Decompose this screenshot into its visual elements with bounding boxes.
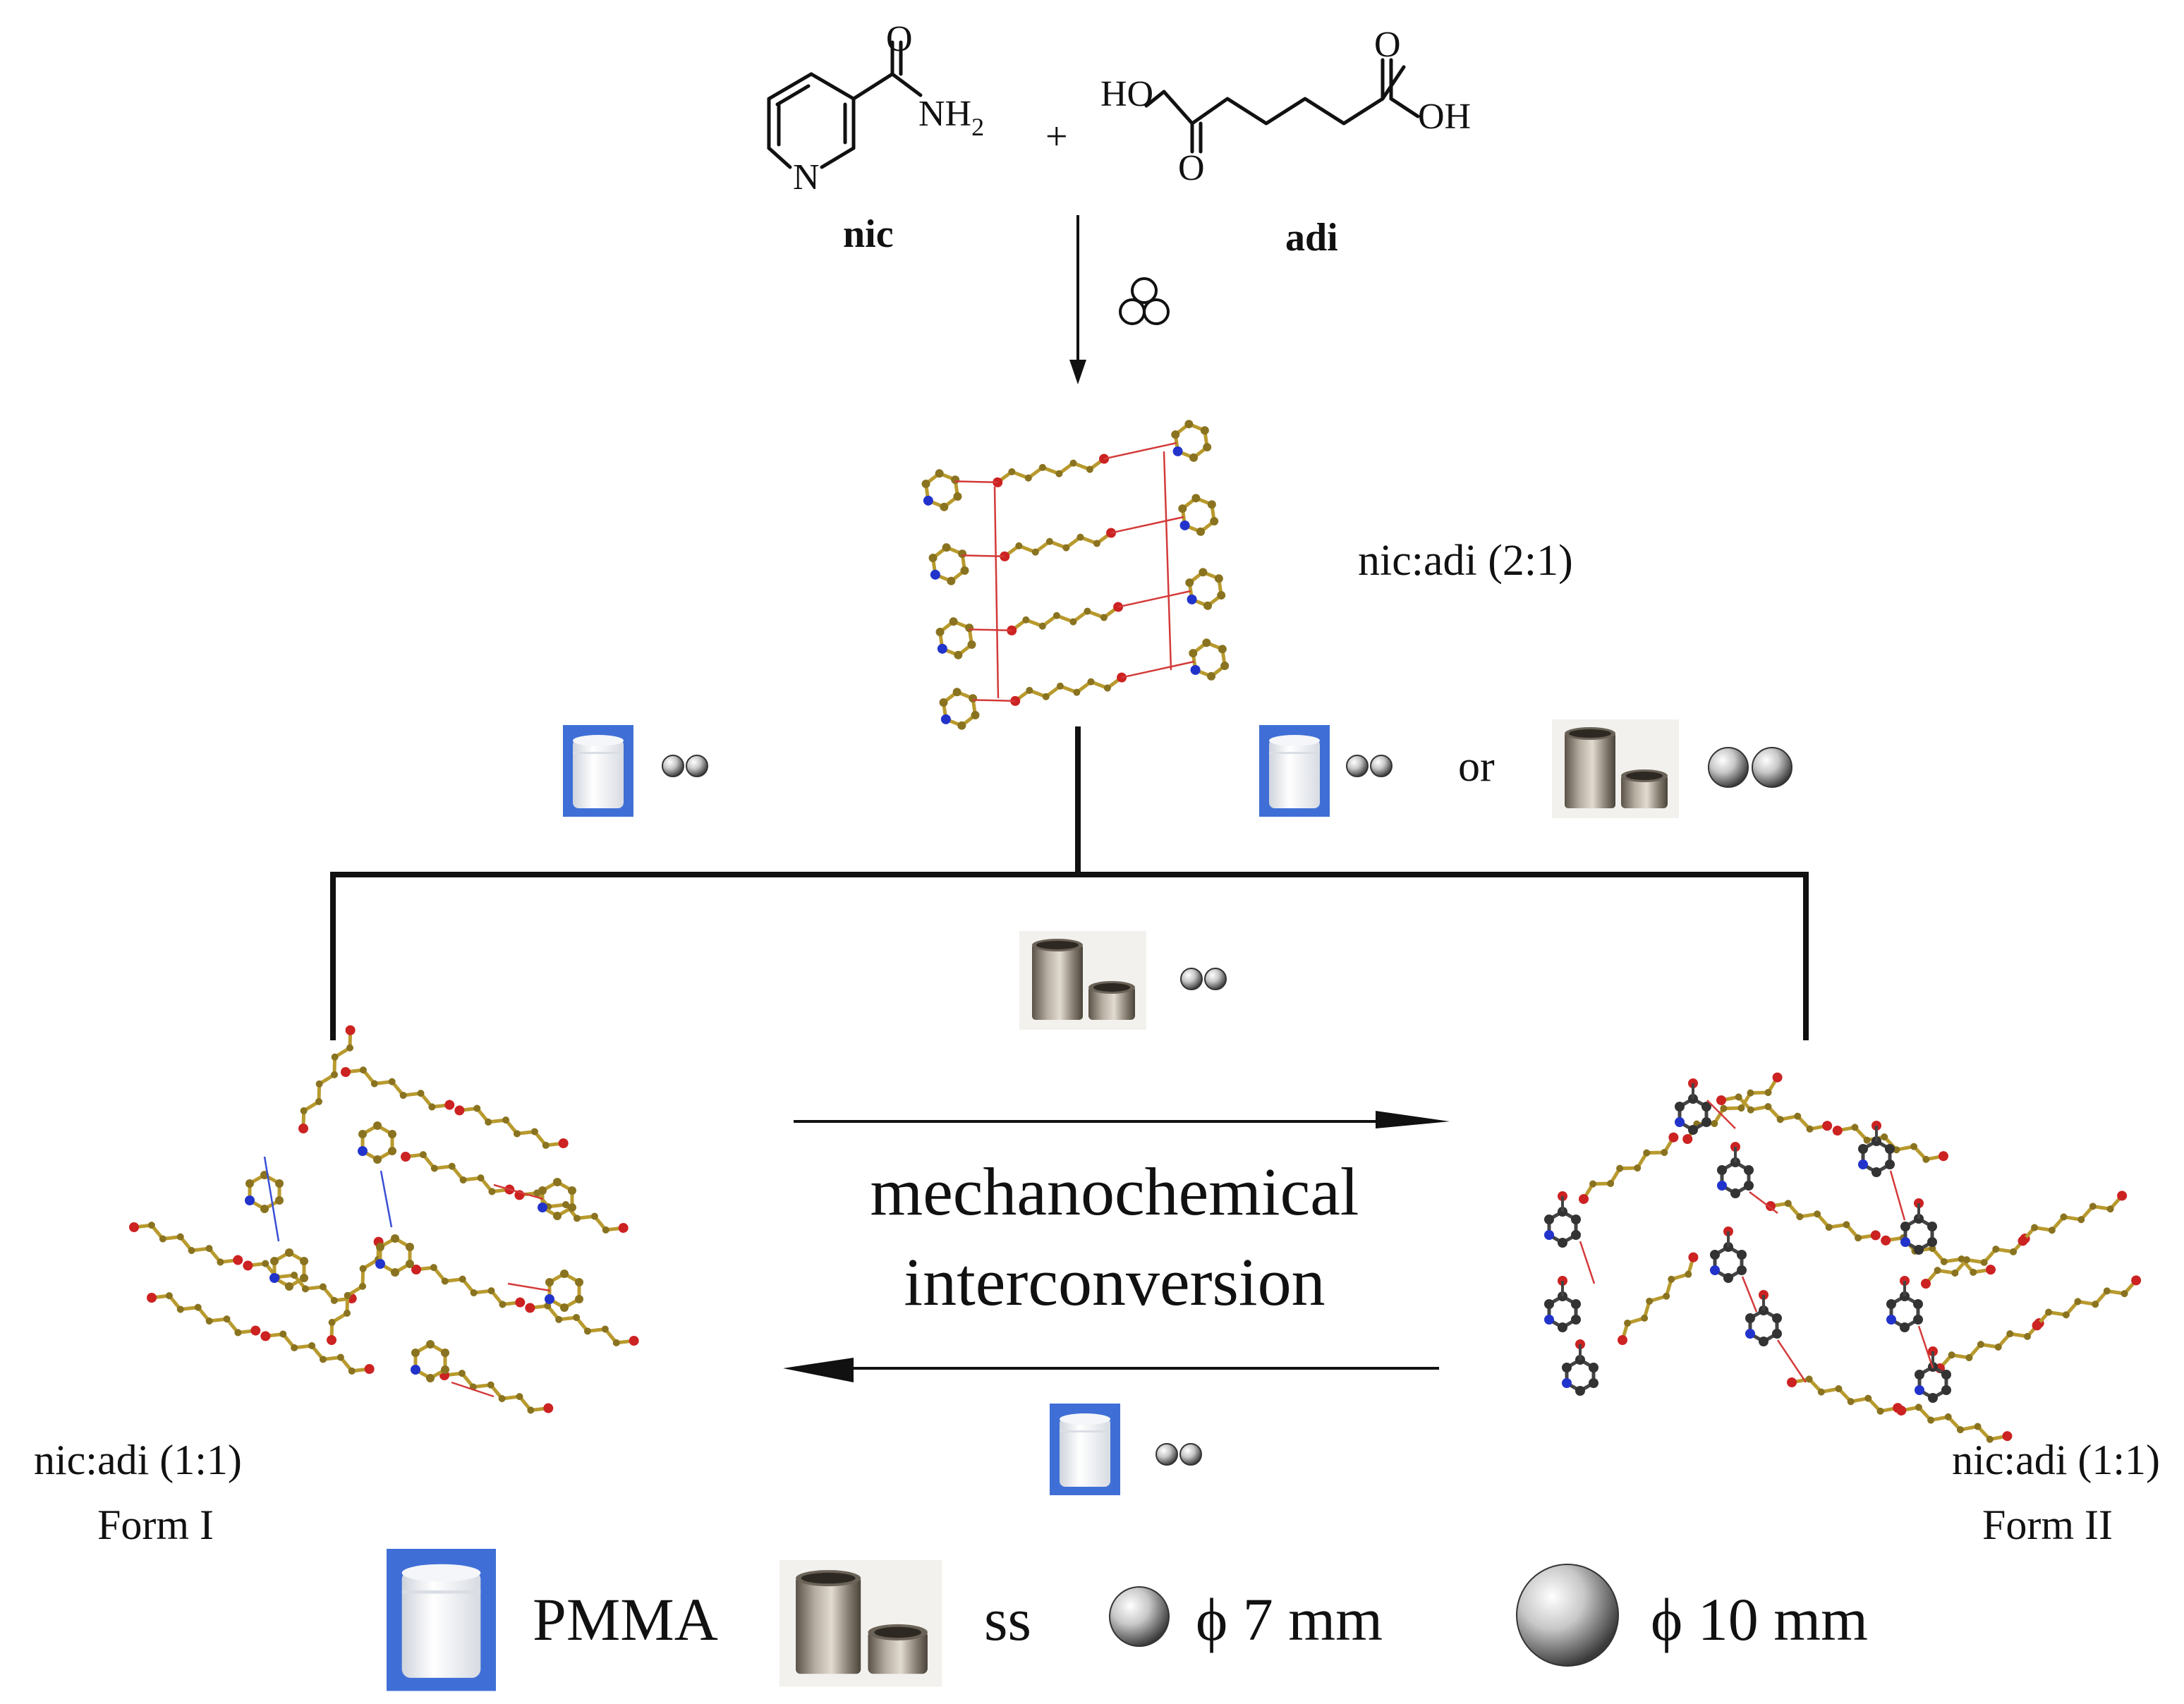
forward-condition [1019, 931, 1227, 1030]
reverse-condition [1050, 1404, 1202, 1495]
right-condition: or [1259, 719, 1792, 818]
reverse-arrow [783, 1358, 1439, 1382]
ss-jar-icon [1552, 719, 1679, 818]
center-label-line2: interconversion [904, 1244, 1325, 1320]
reaction-arrow [1069, 215, 1086, 384]
adi-o-bottom-label: O [1178, 148, 1205, 188]
branch-lines [330, 726, 1809, 1040]
milling-icon [1119, 277, 1170, 325]
pmma-jar-icon [1050, 1404, 1120, 1495]
ball-7mm-icon [662, 755, 708, 777]
form-i-label-line2: Form I [97, 1502, 214, 1548]
form-ii-structure [1544, 1071, 2148, 1457]
center-label-line1: mechanochemical [870, 1154, 1359, 1229]
ball-7mm-icon [1109, 1586, 1170, 1647]
pmma-jar-icon [387, 1549, 496, 1691]
ball-7mm-icon [1180, 968, 1227, 990]
legend-large-ball-label: ϕ 10 mm [1651, 1586, 1868, 1653]
cocrystal-2-1-structure [917, 418, 1232, 733]
nic-nitrogen-label: N [793, 157, 820, 197]
left-condition [563, 725, 708, 817]
form-ii-label-line2: Form II [1982, 1502, 2113, 1548]
adi-oh-label: OH [1418, 97, 1471, 137]
cocrystal-2-1-label: nic:adi (2:1) [1358, 537, 1573, 585]
form-i-structure [128, 1023, 641, 1423]
pmma-jar-icon [563, 725, 633, 817]
adi-o-top-label: O [1374, 25, 1401, 65]
adi-label: adi [1285, 216, 1338, 260]
form-ii-label-line1: nic:adi (1:1) [1952, 1437, 2160, 1483]
legend-small-ball-label: ϕ 7 mm [1196, 1586, 1383, 1653]
legend-ss-label: ss [984, 1586, 1031, 1653]
ball-10mm-icon [1708, 747, 1792, 788]
or-label: or [1458, 743, 1495, 791]
ss-jar-icon [779, 1560, 942, 1687]
form-i-label-line1: nic:adi (1:1) [34, 1437, 242, 1483]
adi-ho-label: HO [1100, 74, 1153, 114]
legend: PMMA ss ϕ 7 mm ϕ 10 mm [387, 1549, 1868, 1691]
ss-jar-icon [1019, 931, 1146, 1030]
ball-7mm-icon [1155, 1443, 1202, 1466]
ball-7mm-icon [1346, 755, 1393, 777]
nic-oxygen-label: O [886, 19, 913, 59]
pmma-jar-icon [1259, 725, 1330, 817]
ball-10mm-icon [1516, 1564, 1619, 1667]
forward-arrow [794, 1111, 1450, 1128]
legend-pmma-label: PMMA [533, 1586, 718, 1653]
adipic-acid-structure: HO O O OH adi [1100, 25, 1471, 260]
plus-sign: + [1045, 115, 1068, 159]
nic-label: nic [843, 212, 894, 256]
nic-amine-label: NH2 [918, 94, 984, 141]
nicotinamide-structure: O NH2 N nic [767, 19, 984, 256]
